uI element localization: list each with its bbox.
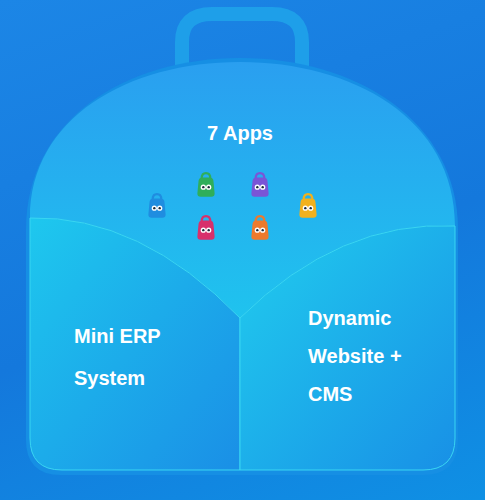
bag-body (26, 58, 458, 475)
app-icon (197, 216, 214, 240)
app-icon (197, 173, 214, 197)
app-icon (148, 194, 165, 218)
pocket-label-box: Mini ERP System (74, 315, 199, 399)
right-pocket (240, 226, 455, 470)
pocket-label-box: 7 Apps (170, 119, 310, 147)
pocket-label: 7 Apps (170, 119, 310, 147)
app-icon (251, 216, 268, 240)
app-icon (299, 194, 316, 218)
pocket-label: Mini ERP System (74, 315, 199, 399)
left-pocket (30, 218, 240, 470)
app-icon (251, 173, 268, 197)
pocket-label-box: Dynamic Website + CMS (308, 299, 418, 413)
pocket-label: Dynamic Website + CMS (308, 299, 418, 413)
